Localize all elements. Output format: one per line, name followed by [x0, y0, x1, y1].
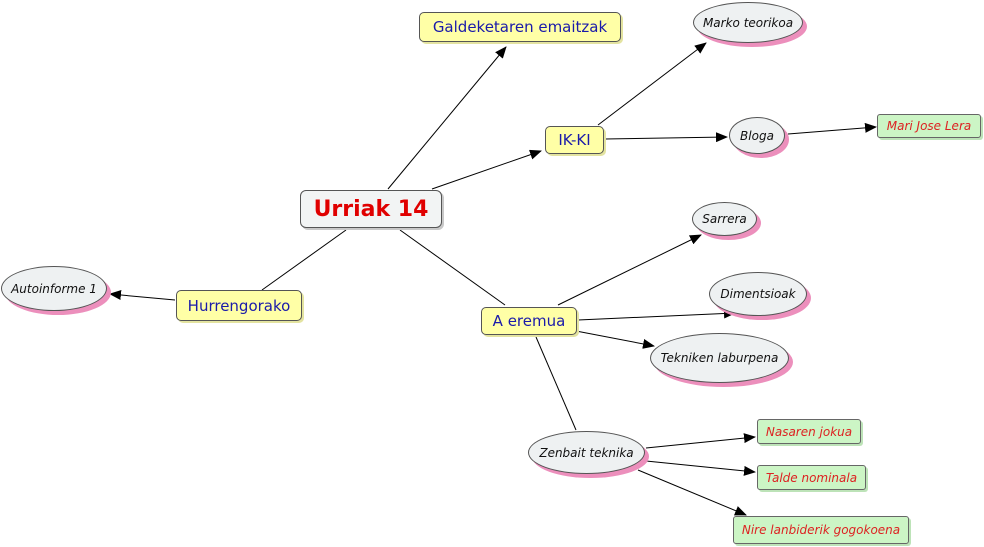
edge-eremua-dimentsioak — [577, 308, 736, 321]
bloga-node[interactable]: Bloga — [729, 117, 785, 154]
zenbait-node[interactable]: Zenbait teknika — [528, 431, 645, 474]
nire-link-node[interactable]: Nire lanbiderik gogokoena — [733, 516, 909, 544]
edge-zenbait-talde — [645, 460, 756, 476]
edge-zenbait-nire — [637, 469, 747, 516]
edge-main-galdeketa — [387, 46, 507, 190]
nasaren-link-node[interactable]: Nasaren jokua — [757, 419, 861, 444]
mari-link-node[interactable]: Mari Jose Lera — [877, 114, 981, 138]
talde-link-node[interactable]: Talde nominala — [757, 465, 866, 490]
main-topic-node[interactable]: Urriak 14 — [300, 190, 442, 228]
marko-node[interactable]: Marko teorikoa — [693, 2, 803, 43]
edge-zenbait-nasaren — [645, 433, 756, 449]
galdeketa-node[interactable]: Galdeketaren emaitzak — [419, 12, 621, 42]
eremua-node[interactable]: A eremua — [481, 307, 577, 335]
dimentsioak-node[interactable]: Dimentsioak — [709, 272, 807, 316]
autoinforme-node[interactable]: Autoinforme 1 — [1, 266, 107, 311]
edge-eremua-zenbait — [535, 336, 577, 431]
tekniken-node[interactable]: Tekniken laburpena — [650, 333, 789, 383]
sarrera-node[interactable]: Sarrera — [692, 202, 757, 236]
edge-ikki-bloga — [604, 132, 728, 143]
edge-eremua-tekniken — [575, 330, 655, 349]
ikki-node[interactable]: IK-KI — [545, 126, 604, 154]
edge-main-hurrengorako — [261, 229, 347, 291]
edge-eremua-sarrera — [557, 234, 702, 306]
hurrengorako-node[interactable]: Hurrengorako — [176, 290, 302, 321]
edge-main-eremua — [399, 229, 506, 306]
edge-main-ikki — [431, 149, 542, 190]
edge-ikki-marko — [597, 42, 707, 126]
edge-bloga-mari — [787, 122, 877, 135]
edge-hurrengorako-autoinforme — [109, 290, 176, 301]
